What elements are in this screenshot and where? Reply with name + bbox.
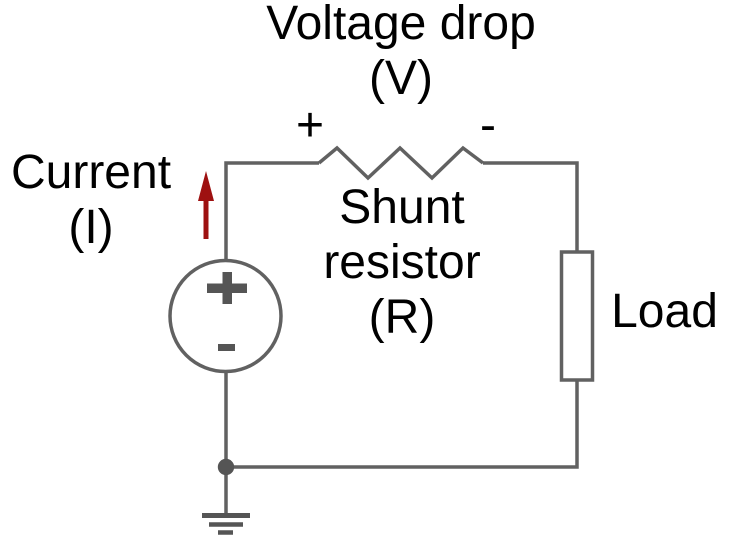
wire-top-right: [483, 161, 579, 253]
voltage-drop-line1: Voltage drop: [266, 0, 536, 50]
source-symbol: [168, 258, 283, 374]
current-line2: (I): [68, 201, 114, 254]
ground-icon: [202, 513, 250, 535]
shunt-resistor-line3: (R): [368, 291, 436, 344]
current-line1: Current: [10, 146, 172, 199]
shunt-resistor-line1: Shunt: [339, 181, 465, 234]
shunt-resistor-line2: resistor: [323, 236, 481, 289]
current-label: Current (I): [1, 145, 181, 255]
shunt-resistor-symbol: [317, 145, 485, 181]
source-minus-icon: [218, 344, 235, 351]
resistor-plus-label: +: [295, 99, 325, 152]
shunt-resistor-label: Shunt resistor (R): [252, 180, 552, 345]
wire-left-and-top: [224, 161, 319, 265]
voltage-drop-line2: (V): [369, 52, 433, 105]
current-arrow-icon: [198, 171, 214, 239]
source-plus-icon: [207, 272, 247, 304]
resistor-minus-label: -: [480, 99, 496, 152]
voltage-drop-label: Voltage drop (V): [241, 0, 561, 106]
wire-load-to-bottom: [226, 379, 579, 469]
load-symbol: [559, 250, 595, 382]
load-label: Load: [611, 285, 718, 338]
junction-dot: [217, 458, 235, 476]
